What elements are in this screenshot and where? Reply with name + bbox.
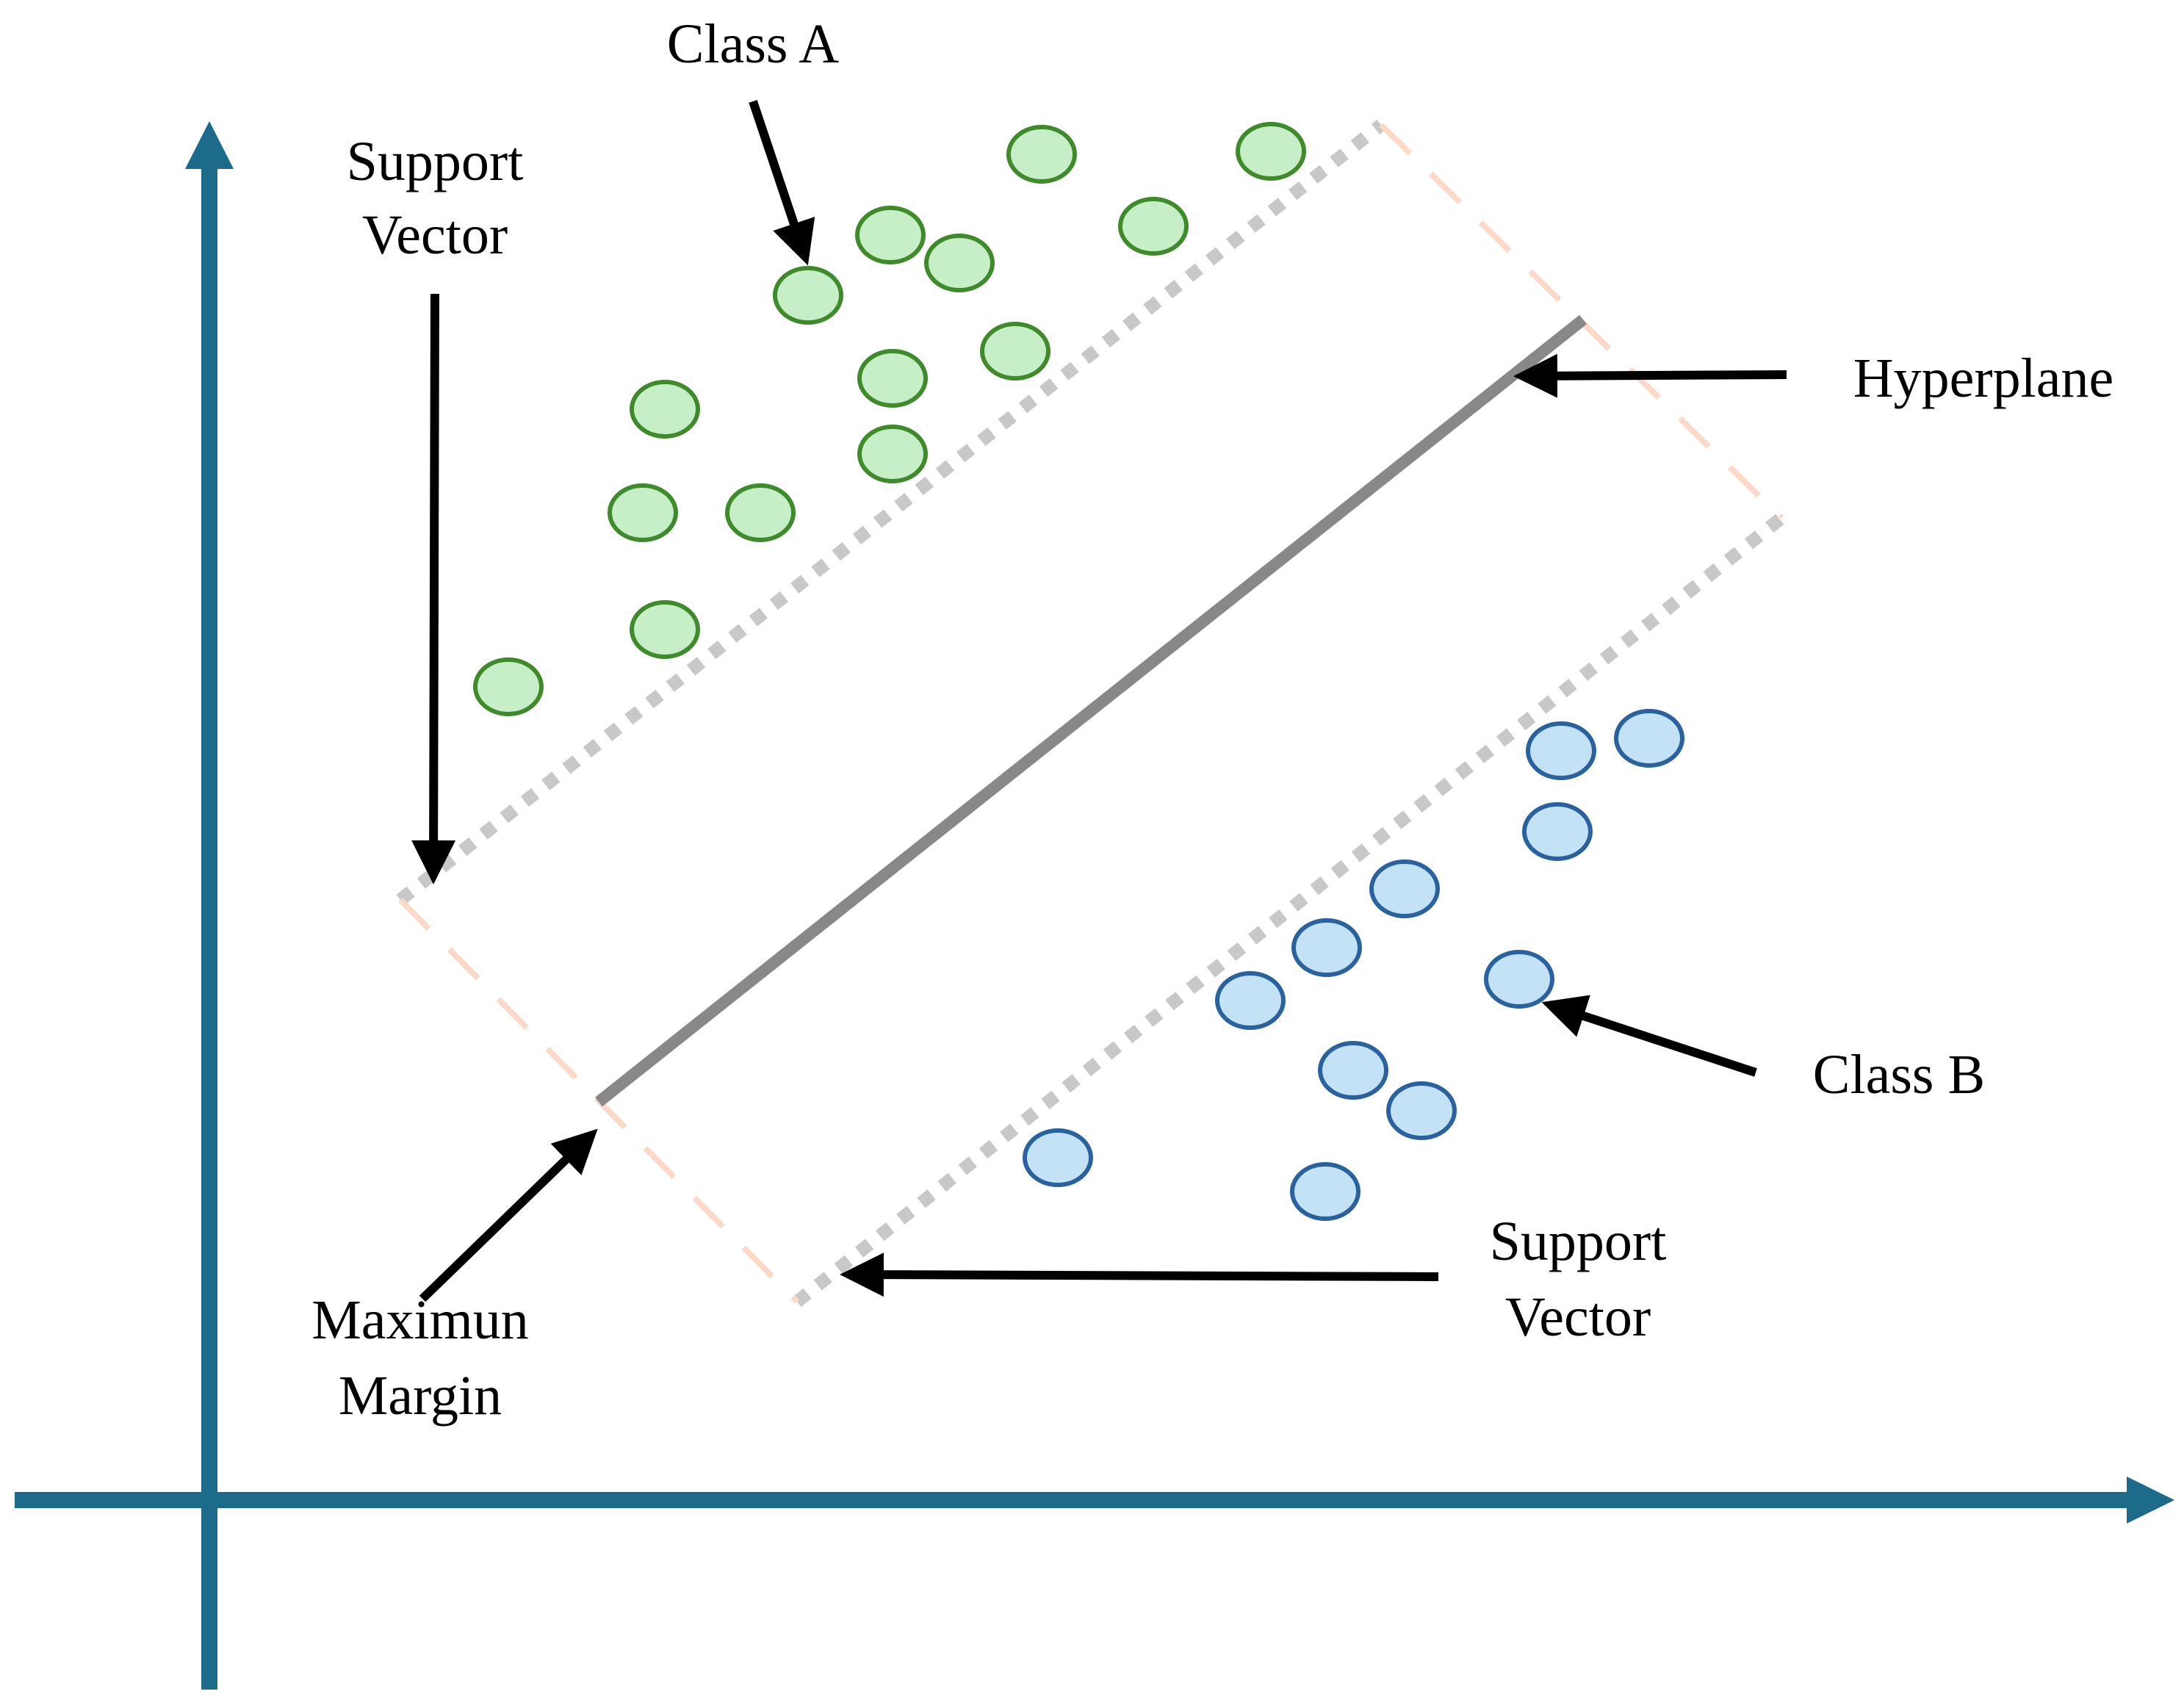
class-b-point — [1369, 859, 1440, 918]
label-hyperplane: Hyperplane — [1853, 347, 2114, 409]
class-b-point — [1291, 918, 1362, 977]
axes — [15, 121, 2174, 1690]
label-class-b: Class B — [1813, 1044, 1985, 1106]
class-b-point — [1614, 709, 1684, 768]
margin-band — [396, 119, 1786, 1308]
annotation-arrows — [411, 100, 1787, 1302]
arrow-maximum-margin — [419, 1128, 598, 1302]
class-b-point — [1290, 1162, 1361, 1221]
class-a-point — [630, 600, 700, 659]
class-a-point — [630, 380, 700, 439]
arrow-class-b — [1541, 995, 1757, 1077]
label-support-vector-top-2: Vector — [362, 204, 508, 266]
support-line-class-b — [793, 512, 1786, 1308]
class-b-point — [1215, 971, 1286, 1030]
class-a-point — [608, 483, 678, 542]
class-b-point — [1023, 1128, 1093, 1187]
label-maximum-margin-1: Maximun — [311, 1289, 529, 1351]
arrow-class-a — [749, 100, 815, 266]
class-b-point — [1318, 1041, 1388, 1100]
label-support-vector-bottom-2: Vector — [1505, 1286, 1651, 1348]
class-a-point — [857, 349, 928, 408]
class-a-point — [473, 657, 544, 716]
x-axis-arrowhead — [2127, 1477, 2174, 1524]
label-maximum-margin-2: Margin — [339, 1365, 502, 1427]
class-b-point — [1522, 802, 1593, 861]
label-support-vector-top-1: Support — [347, 131, 524, 192]
support-line-class-a — [396, 119, 1385, 906]
class-a-point — [855, 206, 926, 264]
hyperplane-line — [595, 314, 1587, 1107]
class-b-points — [1023, 709, 1684, 1221]
class-a-point — [1236, 122, 1306, 181]
label-class-a: Class A — [667, 13, 839, 75]
arrow-support-vector-top — [411, 293, 456, 884]
class-a-point — [980, 322, 1050, 381]
class-a-point — [857, 425, 928, 483]
class-a-point — [1118, 197, 1189, 256]
class-a-point — [1006, 125, 1077, 184]
arrow-support-vector-bottom — [840, 1252, 1439, 1297]
y-axis-arrowhead — [185, 121, 234, 169]
class-b-point — [1386, 1081, 1457, 1140]
label-support-vector-bottom-1: Support — [1490, 1211, 1667, 1272]
class-b-point — [1526, 721, 1596, 780]
class-a-point — [725, 483, 796, 542]
class-a-point — [924, 234, 995, 292]
labels: Class A Support Vector Hyperplane Class … — [311, 13, 2113, 1427]
class-b-point — [1484, 950, 1554, 1009]
class-a-point — [773, 266, 843, 325]
arrow-hyperplane — [1513, 353, 1787, 398]
class-a-points — [473, 122, 1306, 716]
